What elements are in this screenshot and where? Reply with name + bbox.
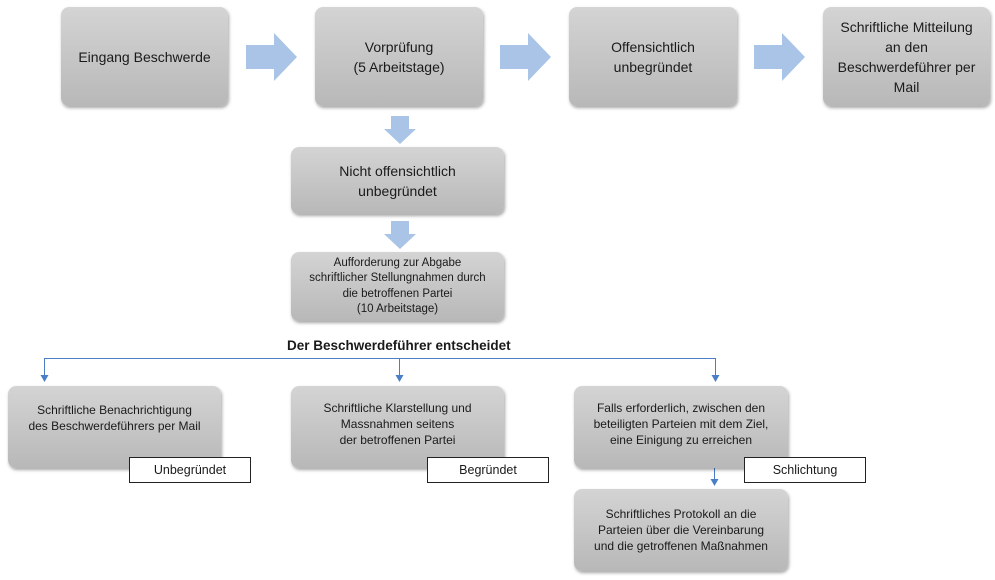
step-schriftliche-mitteilung: Schriftliche Mitteilung an den Beschwerd… [823, 7, 990, 106]
right-block-arrow-2 [500, 33, 551, 81]
down-block-arrow-1 [384, 116, 416, 144]
tag-schlichtung: Schlichtung [744, 457, 866, 483]
tag-unbegruendet: Unbegründet [129, 457, 251, 483]
step-eingang-beschwerde-text: Eingang Beschwerde [78, 48, 211, 65]
step-nicht-offensichtlich-text: Nicht offensichtlich unbegründet [339, 162, 456, 199]
step-aufforderung: Aufforderung zur Abgabe schriftlicher St… [291, 252, 504, 321]
outcome-schlichtung-text: Falls erforderlich, zwischen den beteili… [593, 401, 769, 447]
outcome-unbegruendet-box: Schriftliche Benachrichtigung des Beschw… [8, 386, 221, 468]
step-nicht-offensichtlich: Nicht offensichtlich unbegründet [291, 147, 504, 214]
down-block-arrow-2 [384, 221, 416, 249]
right-block-arrow-1 [246, 33, 297, 81]
step-vorpruefung: Vorprüfung (5 Arbeitstage) [315, 7, 483, 106]
outcome-begruendet-box: Schriftliche Klarstellung und Massnahmen… [291, 386, 504, 468]
step-vorpruefung-text: Vorprüfung (5 Arbeitstage) [353, 38, 445, 75]
outcome-schlichtung-box: Falls erforderlich, zwischen den beteili… [574, 386, 788, 468]
step-protokoll-text: Schriftliches Protokoll an die Parteien … [594, 507, 768, 553]
step-aufforderung-text: Aufforderung zur Abgabe schriftlicher St… [309, 256, 486, 316]
step-offensichtlich-unbegruendet-text: Offensichtlich unbegründet [611, 38, 695, 75]
outcome-begruendet-text: Schriftliche Klarstellung und Massnahmen… [323, 401, 472, 447]
step-schriftliche-mitteilung-text: Schriftliche Mitteilung an den Beschwerd… [837, 18, 976, 95]
decision-heading: Der Beschwerdeführer entscheidet [287, 338, 511, 353]
step-protokoll: Schriftliches Protokoll an die Parteien … [574, 489, 788, 571]
right-block-arrow-3 [754, 33, 805, 81]
tag-begruendet: Begründet [427, 457, 549, 483]
step-offensichtlich-unbegruendet: Offensichtlich unbegründet [569, 7, 737, 106]
outcome-unbegruendet-text: Schriftliche Benachrichtigung des Beschw… [28, 403, 201, 433]
step-eingang-beschwerde: Eingang Beschwerde [61, 7, 228, 106]
